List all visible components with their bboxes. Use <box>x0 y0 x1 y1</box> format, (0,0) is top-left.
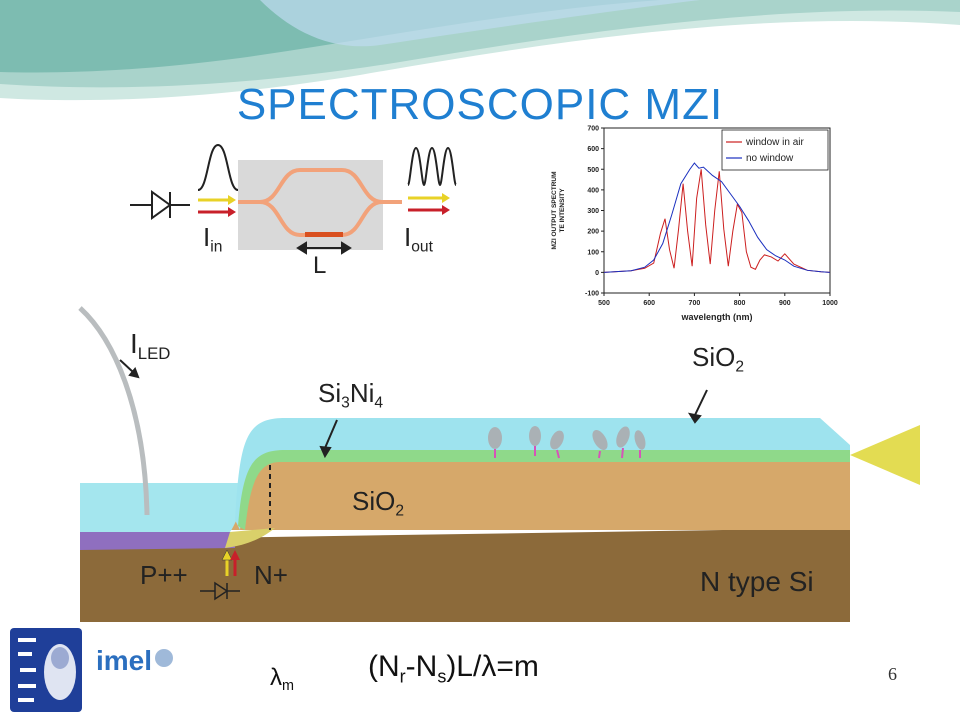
sio2-top-label: SiO2 <box>692 342 744 376</box>
y-tick-label: 400 <box>587 187 599 194</box>
x-tick-label: 1000 <box>822 300 838 307</box>
y-tick-label: 300 <box>587 208 599 215</box>
y-tick-label: 700 <box>587 126 599 133</box>
legend-label: no window <box>746 153 794 164</box>
page-number: 6 <box>888 664 897 684</box>
p-doped-label: P++ <box>140 560 188 590</box>
photodiode-icon <box>200 581 240 601</box>
top-cladding <box>235 418 850 530</box>
label-pointer-arrows <box>119 359 708 459</box>
n-type-substrate <box>80 528 850 622</box>
p-doped-region <box>80 532 235 550</box>
formula-part-3: -N <box>405 650 438 683</box>
x-tick-label: 800 <box>734 300 746 307</box>
y-tick-label: 500 <box>587 167 599 174</box>
y-tick-label: 100 <box>587 249 599 256</box>
legend-label: window in air <box>745 137 804 148</box>
device-cross-section <box>78 306 920 622</box>
nitride-layer <box>238 450 850 530</box>
output-arrows-icon <box>408 193 450 215</box>
input-intensity-sub: in <box>210 238 223 256</box>
sio2-oxide-sub: 2 <box>395 502 405 520</box>
x-tick-label: 600 <box>643 300 655 307</box>
formula-part-1: (N <box>368 650 400 683</box>
diode-icon <box>130 190 190 220</box>
spectrum-chart: 500 600 700 800 900 1000 -100 0 100 200 300 400 500 6… <box>551 126 838 323</box>
left-cladding <box>80 483 245 532</box>
series-line-window-in-air <box>603 169 831 273</box>
sio2-oxide-label: SiO2 <box>352 486 404 520</box>
iled-sub: LED <box>137 343 171 363</box>
si3n4-part-3: 3 <box>341 394 350 412</box>
x-tick-label: 500 <box>598 300 610 307</box>
demokritos-logo <box>10 628 82 712</box>
header-swoosh <box>0 0 960 101</box>
arm-length-label: L <box>313 252 327 279</box>
input-pulse-icon <box>197 143 239 191</box>
output-intensity-main: I <box>404 222 412 252</box>
si3n4-label: Si3Ni4 <box>318 378 383 412</box>
bio-molecules-icon <box>488 426 646 450</box>
lambda-m-label: λm <box>270 664 294 694</box>
slide-title: SPECTROSCOPIC MZI <box>236 80 724 129</box>
photodiode-arrows-icon <box>221 549 240 576</box>
y-tick-label: 0 <box>595 270 599 277</box>
y-tick-label: 600 <box>587 146 599 153</box>
y-tick-label: 200 <box>587 229 599 236</box>
output-intensity-sub: out <box>411 238 433 256</box>
sensing-arm-segment <box>305 232 343 237</box>
sio2-top-main: SiO <box>692 342 736 372</box>
mzi-schematic <box>130 143 457 255</box>
input-arrows-icon <box>198 195 236 217</box>
x-tick-label: 900 <box>779 300 791 307</box>
input-intensity-label: Iin <box>203 222 222 256</box>
svg-text:imel: imel <box>96 645 152 676</box>
lambda-sub: m <box>282 678 294 695</box>
y-axis-label-line2: TE INTENSITY <box>559 188 566 233</box>
x-axis-label: wavelength (nm) <box>680 312 752 322</box>
n-doped-label: N+ <box>254 560 288 590</box>
output-spectrum-icon <box>407 146 457 187</box>
series-line-no-window <box>603 162 831 273</box>
sio2-oxide-main: SiO <box>352 486 396 516</box>
output-intensity-label: Iout <box>404 222 433 256</box>
formula-part-5: )L/λ=m <box>446 650 539 683</box>
resonance-formula: (Nr-Ns)L/λ=m <box>368 650 539 687</box>
led-fiber <box>78 306 150 516</box>
iled-label: ILED <box>130 328 170 364</box>
imel-logo: imel <box>92 640 174 685</box>
input-intensity-main: I <box>203 222 211 252</box>
si3n4-part-si: Si <box>318 378 342 408</box>
output-light-cone <box>850 425 920 485</box>
molecule-linkers <box>494 446 641 459</box>
si3n4-part-ni: Ni <box>349 378 375 408</box>
y-tick-label: -100 <box>585 291 599 298</box>
oxide-block <box>230 460 850 530</box>
sio2-top-sub: 2 <box>735 358 745 376</box>
x-tick-label: 700 <box>689 300 701 307</box>
chart-root: 500 600 700 800 900 1000 -100 0 100 200 300 400 500 6… <box>551 126 838 323</box>
n-doped-region <box>225 528 275 548</box>
lambda-main: λ <box>270 664 282 691</box>
iled-main: I <box>130 328 138 359</box>
legend-box <box>721 129 829 171</box>
swoosh-band-blue <box>260 0 700 47</box>
length-arrow-icon <box>296 241 352 255</box>
substrate-label: N type Si <box>700 566 814 597</box>
si3n4-part-4: 4 <box>374 394 384 412</box>
formula-part-2: r <box>399 666 406 687</box>
y-axis-label-line1: MZI OUTPUT SPECTRUM <box>551 172 558 250</box>
formula-part-4: s <box>437 666 447 687</box>
